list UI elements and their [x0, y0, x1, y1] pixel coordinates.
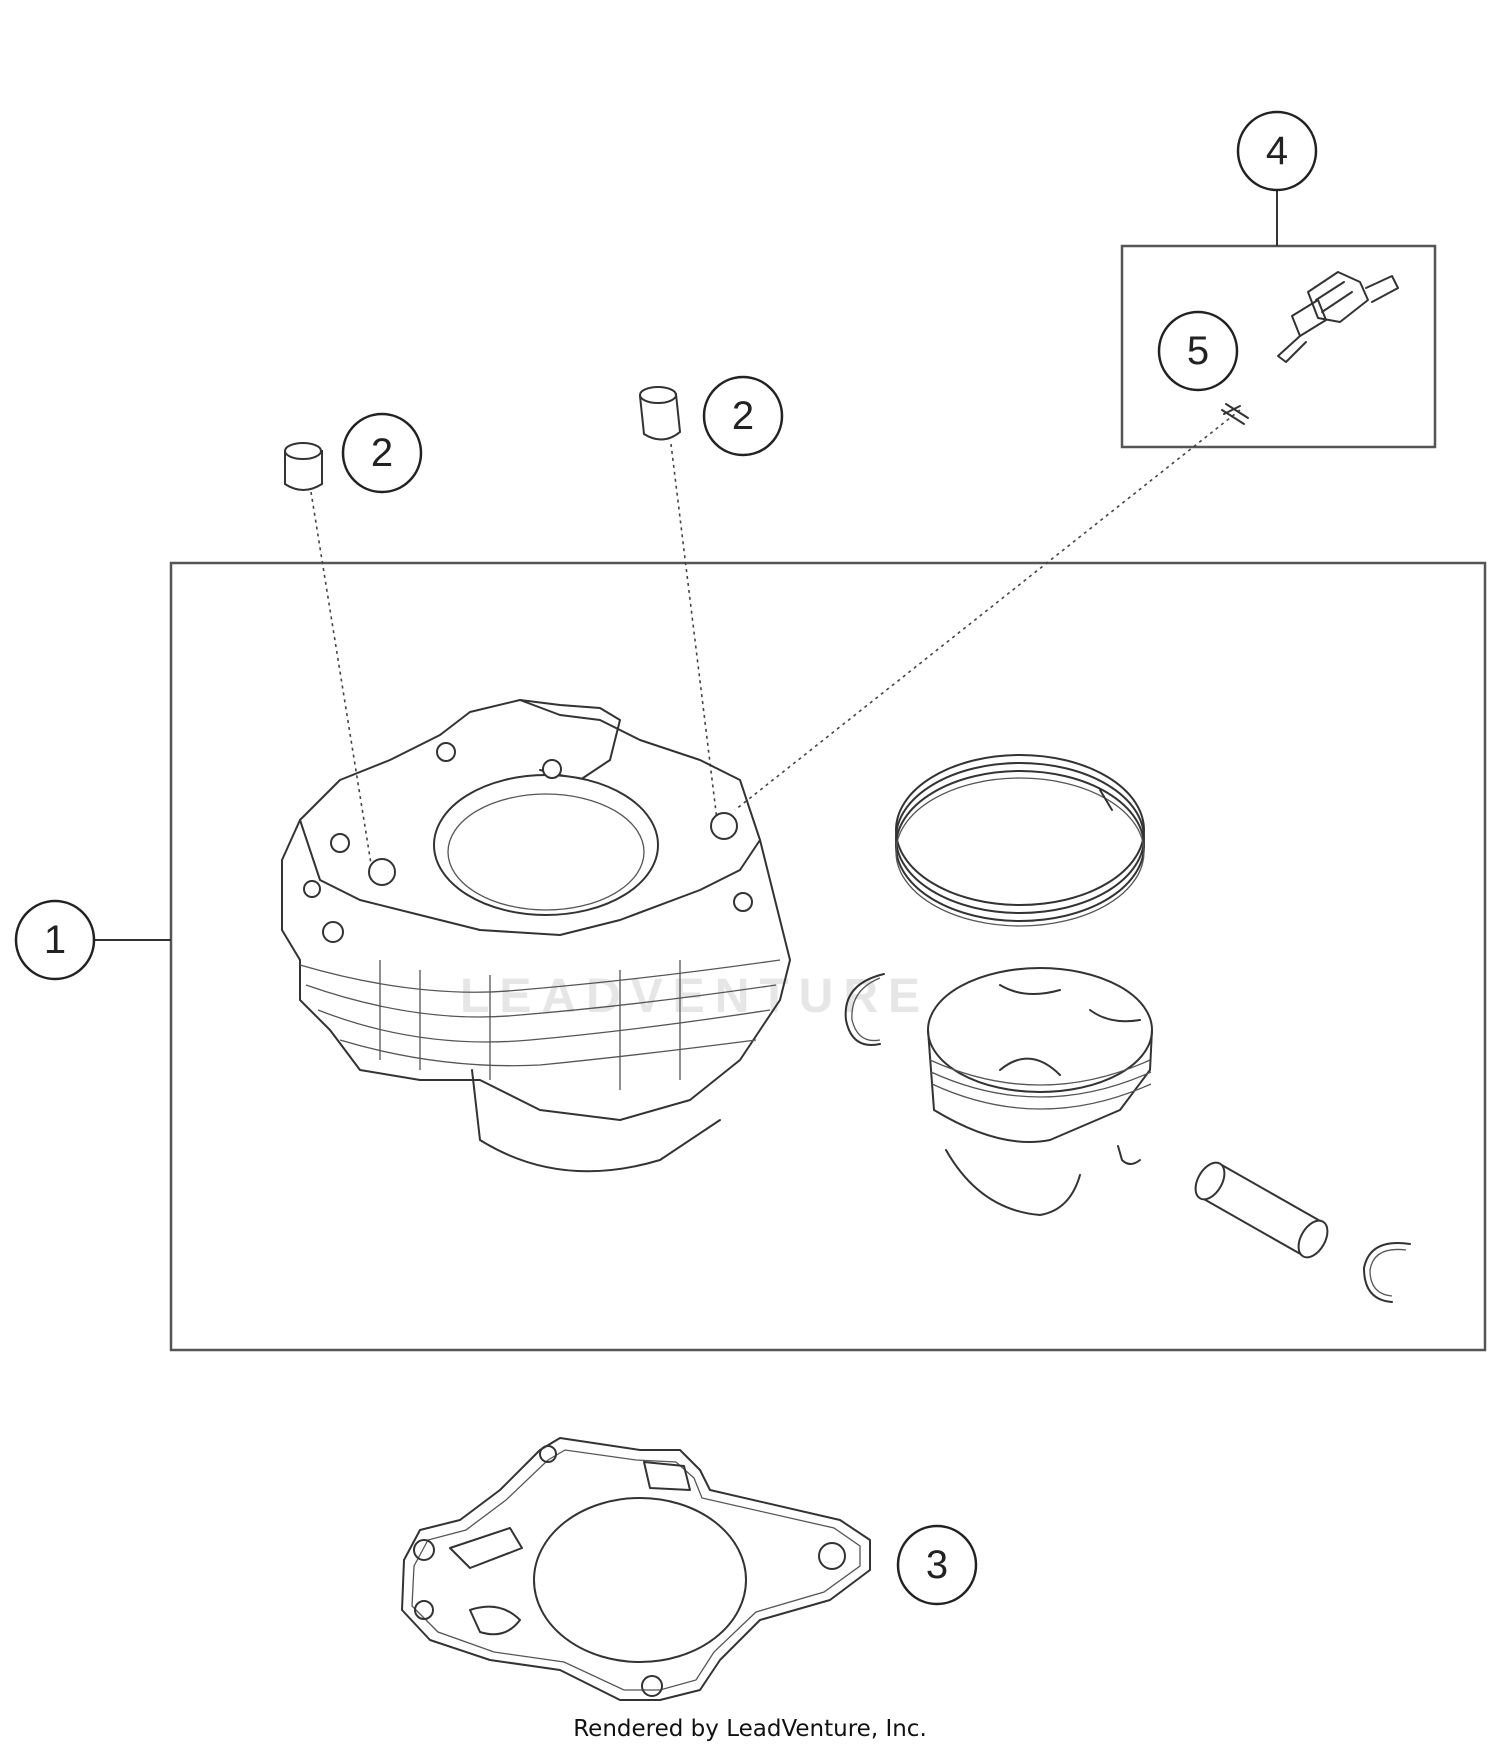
callout-4-label: 4 [1266, 129, 1288, 173]
callout-1: 1 [14, 899, 96, 981]
sensor-seal-ring [1221, 403, 1249, 425]
sensor-kit-frame [1120, 244, 1437, 449]
dowel-left-assembly-line [310, 491, 373, 871]
sensor-assembly-line [734, 409, 1241, 811]
cylinder-kit-frame [169, 561, 1487, 1352]
cylinder [281, 699, 791, 1173]
piston-rings [895, 754, 1145, 927]
dowel-right-assembly-line [670, 443, 718, 821]
callout-2-left-label: 2 [371, 431, 393, 475]
callout-1-label: 1 [44, 918, 66, 962]
piston [927, 967, 1153, 1216]
callout-4: 4 [1236, 110, 1318, 192]
callout-5-label: 5 [1187, 329, 1209, 373]
footer-credit: Rendered by LeadVenture, Inc. [573, 1716, 927, 1742]
circlip-left [844, 973, 885, 1046]
callout-3: 3 [896, 1524, 978, 1606]
callout-2-left: 2 [341, 412, 423, 494]
cylinder-base-gasket [401, 1437, 871, 1701]
callout-3-label: 3 [926, 1543, 948, 1587]
temperature-sensor [1277, 271, 1399, 363]
piston-pin [1194, 1161, 1329, 1259]
callout-2-right-label: 2 [732, 394, 754, 438]
dowel-sleeve-right [638, 386, 682, 441]
dowel-sleeve-left [284, 442, 323, 491]
callout-5: 5 [1157, 310, 1239, 392]
circlip-right [1363, 1242, 1411, 1303]
callout-2-right: 2 [702, 375, 784, 457]
